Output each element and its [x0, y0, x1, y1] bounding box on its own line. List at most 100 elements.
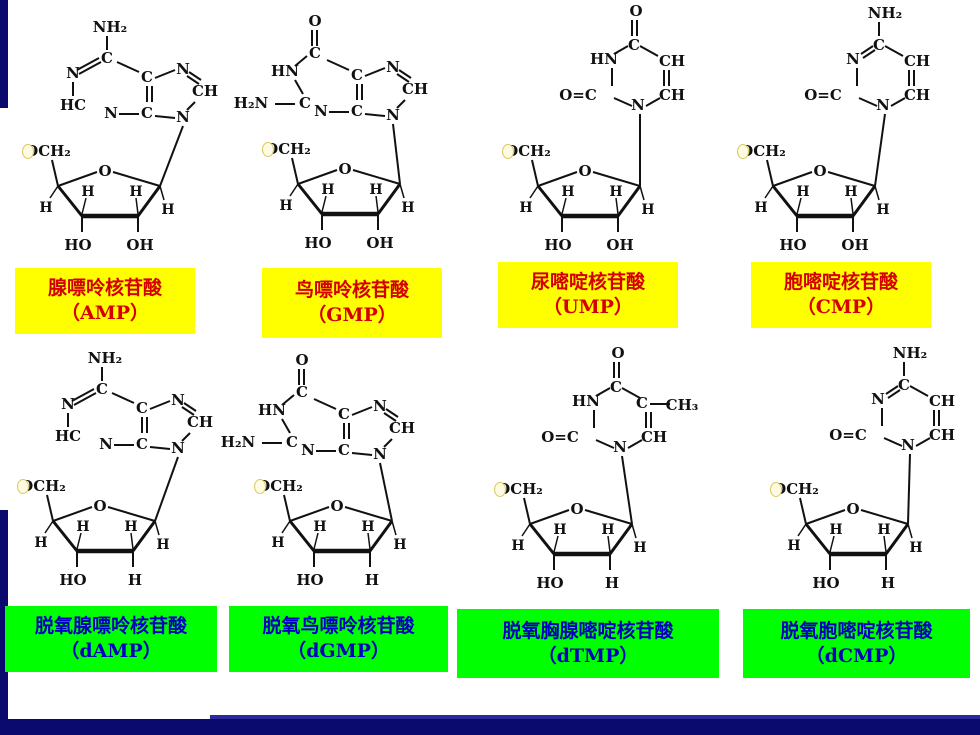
- och2-group: OCH₂: [20, 477, 66, 495]
- glycosidic-bond: [392, 123, 401, 185]
- nitrogen-atom: N: [901, 436, 915, 454]
- sugar-bond: [291, 157, 299, 185]
- h-atom: H: [877, 522, 890, 538]
- h-atom: H: [754, 200, 767, 216]
- ring-oxygen: O: [330, 497, 343, 515]
- carbon-atom: C: [141, 104, 153, 122]
- sugar-bond: [536, 185, 564, 217]
- bottom-bar: [0, 719, 980, 735]
- amino-group: H₂N: [234, 94, 269, 112]
- base-bond: [364, 67, 386, 77]
- label-damp-abbr: （dAMP）: [60, 640, 162, 662]
- h-atom: H: [369, 182, 382, 198]
- sugar-bond: [52, 506, 93, 522]
- sugar-bond: [51, 520, 79, 552]
- carbon-atom: C: [101, 49, 113, 67]
- base-bond: [890, 97, 906, 107]
- dtmp-structure-phosphate-marker: [494, 482, 506, 497]
- h-atom: H: [365, 571, 379, 589]
- base-bond: [884, 45, 904, 57]
- base-bond: [186, 101, 196, 111]
- h-bond: [159, 185, 165, 201]
- sugar-bond: [799, 497, 807, 525]
- h-atom: H: [313, 519, 326, 535]
- h-atom: H: [401, 200, 414, 216]
- h-atom: H: [81, 184, 94, 200]
- glycosidic-bond: [621, 455, 633, 525]
- h-atom: H: [787, 538, 800, 554]
- h-atom: H: [601, 522, 614, 538]
- sugar-bond: [805, 509, 846, 525]
- carbonyl-oxygen: O: [629, 2, 642, 20]
- h-atom: H: [519, 200, 532, 216]
- base-bond: [294, 55, 308, 67]
- h-atom: H: [321, 182, 334, 198]
- ho-group: HO: [812, 574, 839, 592]
- h-bond: [321, 195, 327, 213]
- base-bond: [595, 439, 615, 449]
- oh-group: OH: [841, 236, 868, 254]
- base-bond: [73, 392, 97, 406]
- label-dgmp-abbr: （dGMP）: [287, 640, 390, 662]
- hn-group: HN: [271, 62, 299, 80]
- h-bond: [850, 197, 854, 215]
- sugar-bond: [584, 509, 633, 525]
- sugar-bond: [376, 183, 402, 215]
- carbonyl-oxygen: O: [295, 351, 308, 369]
- ring-oxygen: O: [846, 500, 859, 518]
- nitrogen-atom: N: [176, 108, 190, 126]
- sugar-bond: [827, 171, 876, 187]
- label-gmp-abbr: （GMP）: [307, 304, 397, 326]
- ch-group: CH: [187, 413, 213, 431]
- label-ump-name: 尿嘧啶核苷酸: [530, 271, 645, 293]
- h-atom: H: [156, 537, 169, 553]
- h-atom: H: [876, 202, 889, 218]
- carbon-atom: C: [628, 36, 640, 54]
- glycosidic-bond: [159, 125, 184, 187]
- dcmp-structure-phosphate-marker: [770, 482, 782, 497]
- h-atom: H: [609, 184, 622, 200]
- amino-group: NH₂: [868, 4, 902, 22]
- base-bond: [294, 79, 304, 95]
- nitrogen-atom: N: [613, 438, 627, 456]
- carbon-atom: C: [351, 66, 363, 84]
- carbonyl-group: O=C: [559, 86, 597, 104]
- base-bond: [281, 418, 291, 434]
- carbonyl-group: O=C: [804, 86, 842, 104]
- sugar-bond: [107, 506, 156, 522]
- carbon-atom: C: [898, 376, 910, 394]
- nitrogen-atom: N: [104, 104, 118, 122]
- nitrogen-atom: N: [171, 391, 185, 409]
- sugar-bond: [884, 523, 910, 555]
- nitrogen-atom: N: [301, 441, 315, 459]
- base-bond: [595, 387, 611, 397]
- label-dcmp-abbr: （dCMP）: [805, 644, 908, 667]
- h-atom: H: [279, 198, 292, 214]
- carbon-atom: C: [136, 435, 148, 453]
- base-bond: [364, 113, 386, 117]
- nitrogen-atom: N: [631, 96, 645, 114]
- label-gmp-name: 鸟嘌呤核苷酸: [294, 279, 409, 301]
- cmp-structure-phosphate-marker: [737, 144, 749, 159]
- label-amp-abbr: （AMP）: [60, 302, 150, 324]
- base-bond: [71, 388, 95, 402]
- h-atom: H: [796, 184, 809, 200]
- sugar-bond: [804, 523, 832, 555]
- base-bond: [154, 115, 176, 119]
- amino-group: H₂N: [221, 433, 256, 451]
- och2-group: OCH₂: [257, 477, 303, 495]
- sugar-bond: [528, 523, 556, 555]
- nitrogen-atom: N: [171, 439, 185, 457]
- nitrogen-atom: N: [876, 96, 890, 114]
- ring-oxygen: O: [338, 160, 351, 178]
- sugar-bond: [136, 185, 162, 217]
- hc-group: HC: [55, 427, 81, 445]
